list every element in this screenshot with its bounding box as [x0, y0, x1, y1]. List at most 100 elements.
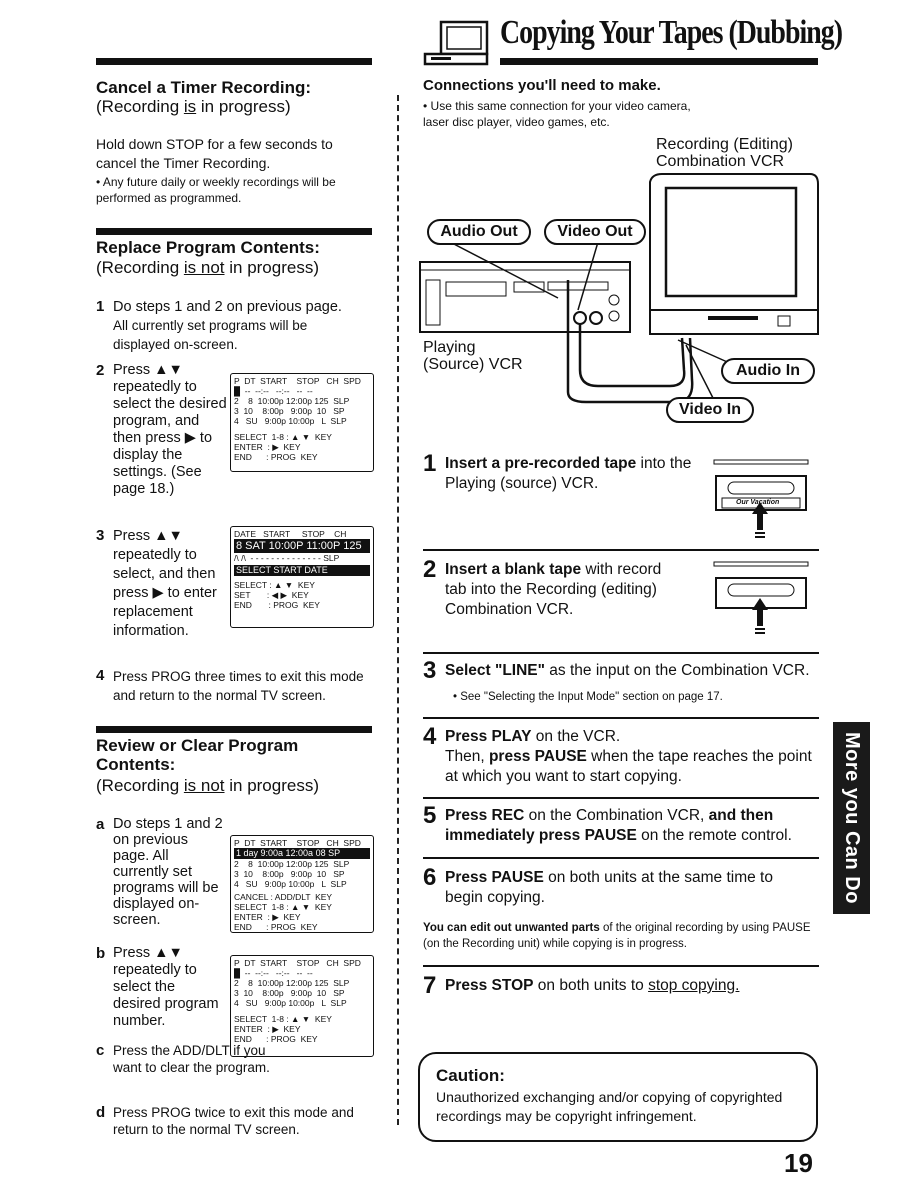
- review-d-text: Press PROG twice to exit this mode and r…: [113, 1105, 354, 1137]
- osd-program-list-2: P DT START STOP CH SPD 1 day 9:00a 12:00…: [230, 835, 374, 933]
- cassette-insert-icon: [713, 561, 809, 634]
- page-number: 19: [784, 1148, 813, 1178]
- column-divider: [397, 95, 399, 1125]
- step-bold: Press REC: [445, 807, 525, 824]
- review-c-label: c: [96, 1042, 105, 1059]
- replace-step3-num: 3: [96, 527, 105, 544]
- video-in-label: Video In: [666, 397, 754, 423]
- replace-step1-note: All currently set programs will be displ…: [113, 318, 308, 352]
- osd-key: ENTER : ▶ KEY: [234, 1024, 301, 1034]
- step-note: • See "Selecting the Input Mode" section…: [453, 691, 723, 703]
- sub-underlined: is not: [183, 776, 225, 795]
- osd-row: 3 10 8:00p 9:00p 10 SP: [234, 869, 345, 879]
- review-c-text: Press the ADD/DLT if you want to clear t…: [113, 1043, 270, 1075]
- step-note-text: of the original recording by using PAUSE…: [423, 922, 811, 950]
- connection-diagram: [419, 173, 819, 404]
- step-bold: Press PLAY: [445, 728, 532, 745]
- step-separator: [423, 717, 819, 719]
- cassette-label: Our Vacation: [736, 499, 780, 506]
- replace-step3-text: Press ▲▼ repeatedly to select, and then …: [113, 528, 217, 639]
- osd-key: END : PROG KEY: [234, 600, 320, 610]
- section-tab: More you Can Do: [833, 722, 870, 914]
- video-out-label: Video Out: [544, 219, 646, 245]
- replace-subheading: (Recording is not in progress): [96, 258, 319, 278]
- step-bold: and then immediately press PAUSE: [445, 807, 774, 844]
- osd-row: /\ /\ - - - - - - - - - - - - - - SLP: [234, 553, 340, 563]
- step-number: 6: [423, 864, 437, 891]
- review-heading: Review or Clear Program Contents:: [96, 736, 299, 774]
- playing-label-1: Playing: [423, 339, 476, 356]
- osd-highlight: 1 day 9:00a 12:00a 08 SP: [234, 848, 370, 859]
- step-separator: [423, 549, 819, 551]
- audio-in-label: Audio In: [721, 358, 815, 384]
- osd-header: DATE START STOP CH: [234, 529, 347, 539]
- step-text: on the remote control.: [636, 827, 792, 844]
- caution-box: Caution: Unauthorized exchanging and/or …: [418, 1052, 818, 1142]
- review-a-text: Do steps 1 and 2 on previous page. All c…: [113, 816, 223, 928]
- osd-highlight: 8 SAT 10:00P 11:00P 125: [234, 539, 370, 553]
- step-number: 2: [423, 556, 437, 583]
- sub-suffix: in progress): [224, 776, 319, 795]
- cancel-timer-subheading: (Recording is in progress): [96, 97, 291, 117]
- replace-heading: Replace Program Contents:: [96, 238, 320, 257]
- sub-suffix: in progress): [224, 258, 319, 277]
- osd-row: 3 10 8:00p 9:00p 10 SP: [234, 406, 345, 416]
- caution-text: Unauthorized exchanging and/or copying o…: [436, 1089, 783, 1124]
- connections-note: • Use this same connection for your vide…: [423, 99, 691, 129]
- osd-key: END : PROG KEY: [234, 1034, 318, 1044]
- osd-row: █ -- --:-- --:-- -- --: [234, 386, 313, 396]
- osd-program-list-3: P DT START STOP CH SPD █ -- --:-- --:-- …: [230, 955, 374, 1057]
- review-rule: [96, 726, 372, 733]
- right-header-rule: [500, 58, 818, 65]
- recording-label-2: Combination VCR: [656, 153, 785, 170]
- step-text: Then,: [445, 748, 489, 765]
- step-separator: [423, 857, 819, 859]
- step-text: as the input on the Combination VCR.: [544, 662, 810, 679]
- osd-key: CANCEL : ADD/DLT KEY: [234, 892, 333, 902]
- step-number: 3: [423, 657, 437, 684]
- recording-label-1: Recording (Editing): [656, 136, 793, 153]
- step-text: on the Combination VCR,: [524, 807, 709, 824]
- step-number: 1: [423, 450, 437, 477]
- osd-key: SELECT : ▲ ▼ KEY: [234, 580, 315, 590]
- osd-key: ENTER : ▶ KEY: [234, 442, 301, 452]
- step-text: into the Playing (source) VCR.: [445, 455, 692, 492]
- left-header-rule: [96, 58, 372, 65]
- osd-row: 4 SU 9:00p 10:00p L SLP: [234, 879, 347, 889]
- osd-highlight-select: SELECT START DATE: [234, 565, 370, 576]
- osd-key: END : PROG KEY: [234, 922, 318, 932]
- step-number: 4: [423, 723, 437, 750]
- step-number: 7: [423, 972, 437, 999]
- review-a-label: a: [96, 816, 105, 833]
- step-separator: [423, 797, 819, 799]
- step-separator: [423, 652, 819, 654]
- osd-header: P DT START STOP CH SPD: [234, 838, 361, 848]
- step-bold: Insert a pre-recorded tape: [445, 455, 637, 472]
- osd-header: P DT START STOP CH SPD: [234, 958, 361, 968]
- step-number: 5: [423, 802, 437, 829]
- cancel-timer-heading: Cancel a Timer Recording:: [96, 78, 312, 97]
- sub-prefix: (Recording: [96, 258, 184, 277]
- replace-step4-text: Press PROG three times to exit this mode…: [113, 669, 364, 703]
- caution-title: Caution:: [436, 1066, 505, 1085]
- osd-program-list-1: P DT START STOP CH SPD █ -- --:-- --:-- …: [230, 373, 374, 472]
- osd-key: ENTER : ▶ KEY: [234, 912, 301, 922]
- osd-header: P DT START STOP CH SPD: [234, 376, 361, 386]
- osd-key: SELECT 1-8 : ▲ ▼ KEY: [234, 1014, 332, 1024]
- osd-key: SELECT 1-8 : ▲ ▼ KEY: [234, 902, 332, 912]
- cancel-timer-body: Hold down STOP for a few seconds to canc…: [96, 136, 333, 171]
- review-subheading: (Recording is not in progress): [96, 776, 319, 796]
- step-bold: Insert a blank tape: [445, 561, 582, 578]
- osd-key: SELECT 1-8 : ▲ ▼ KEY: [234, 432, 332, 442]
- step-bold: Select "LINE": [445, 662, 545, 679]
- replace-step1-text: Do steps 1 and 2 on previous page.: [113, 299, 342, 315]
- review-b-label: b: [96, 945, 106, 962]
- step-text: on the VCR.: [531, 728, 621, 745]
- replace-step2-num: 2: [96, 362, 105, 379]
- replace-step1-num: 1: [96, 298, 105, 315]
- tv-vcr-icon: [423, 20, 489, 66]
- osd-program-edit: DATE START STOP CH 8 SAT 10:00P 11:00P 1…: [230, 526, 374, 628]
- sub-prefix: (Recording: [96, 97, 184, 116]
- osd-row: 2 8 10:00p 12:00p 125 SLP: [234, 978, 350, 988]
- step-text: on both units to: [533, 977, 649, 994]
